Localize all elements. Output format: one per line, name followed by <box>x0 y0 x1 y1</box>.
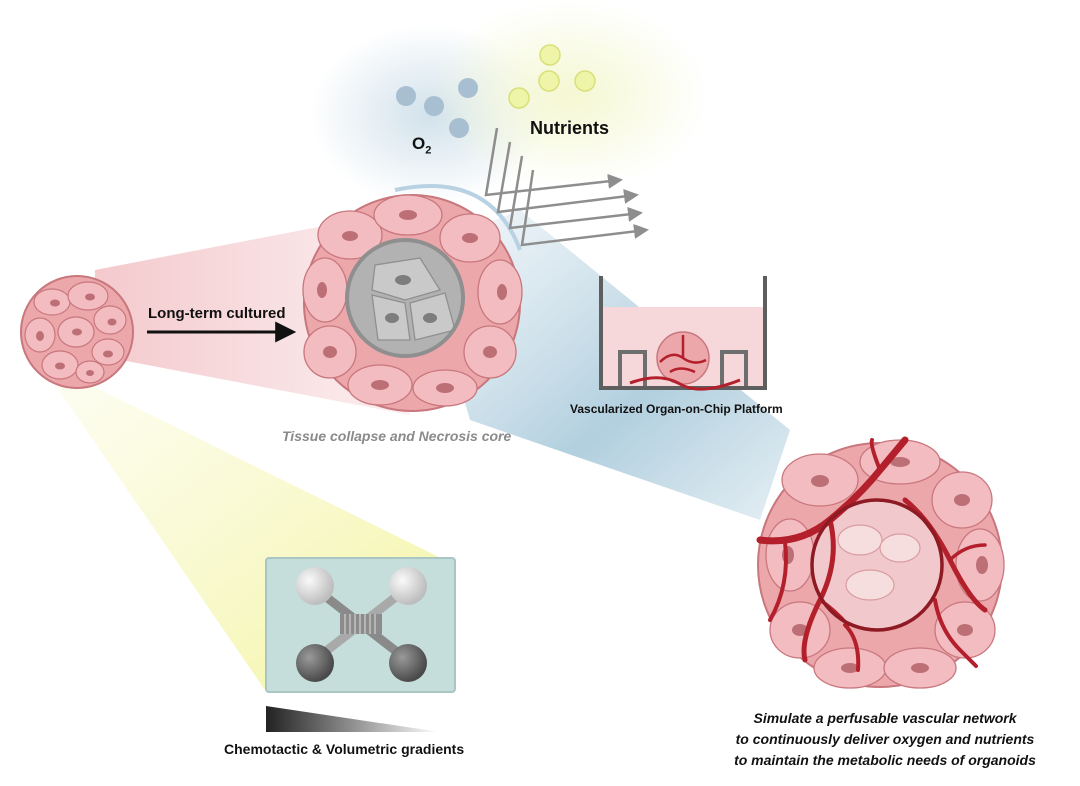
nutrient-molecules <box>508 44 596 109</box>
organ-on-chip-platform <box>599 276 767 391</box>
platform-caption: Vascularized Organ-on-Chip Platform <box>570 402 783 416</box>
tissue-collapse-caption: Tissue collapse and Necrosis core <box>282 428 512 444</box>
simulate-line-2: to continuously deliver oxygen and nutri… <box>735 731 1035 747</box>
gradient-wedge <box>266 706 440 732</box>
simulate-caption: Simulate a perfusable vascular network t… <box>700 708 1070 771</box>
small-organoid <box>20 275 134 389</box>
nutrient-glow <box>430 0 710 190</box>
diffusion-barrier-arc <box>394 184 522 251</box>
simulate-line-1: Simulate a perfusable vascular network <box>753 710 1017 726</box>
deflected-arrows <box>484 127 649 247</box>
chemotactic-caption: Chemotactic & Volumetric gradients <box>224 741 465 757</box>
simulate-line-3: to maintain the metabolic needs of organ… <box>734 752 1036 768</box>
vascularized-organoid <box>756 436 1005 689</box>
microfluidic-chip <box>265 557 456 693</box>
oxygen-molecules <box>396 78 478 138</box>
o2-label: O2 <box>412 134 432 157</box>
chip-channel <box>340 614 382 634</box>
long-term-label: Long-term cultured <box>148 305 286 322</box>
nutrients-label: Nutrients <box>530 118 610 138</box>
necrotic-organoid <box>302 194 523 412</box>
